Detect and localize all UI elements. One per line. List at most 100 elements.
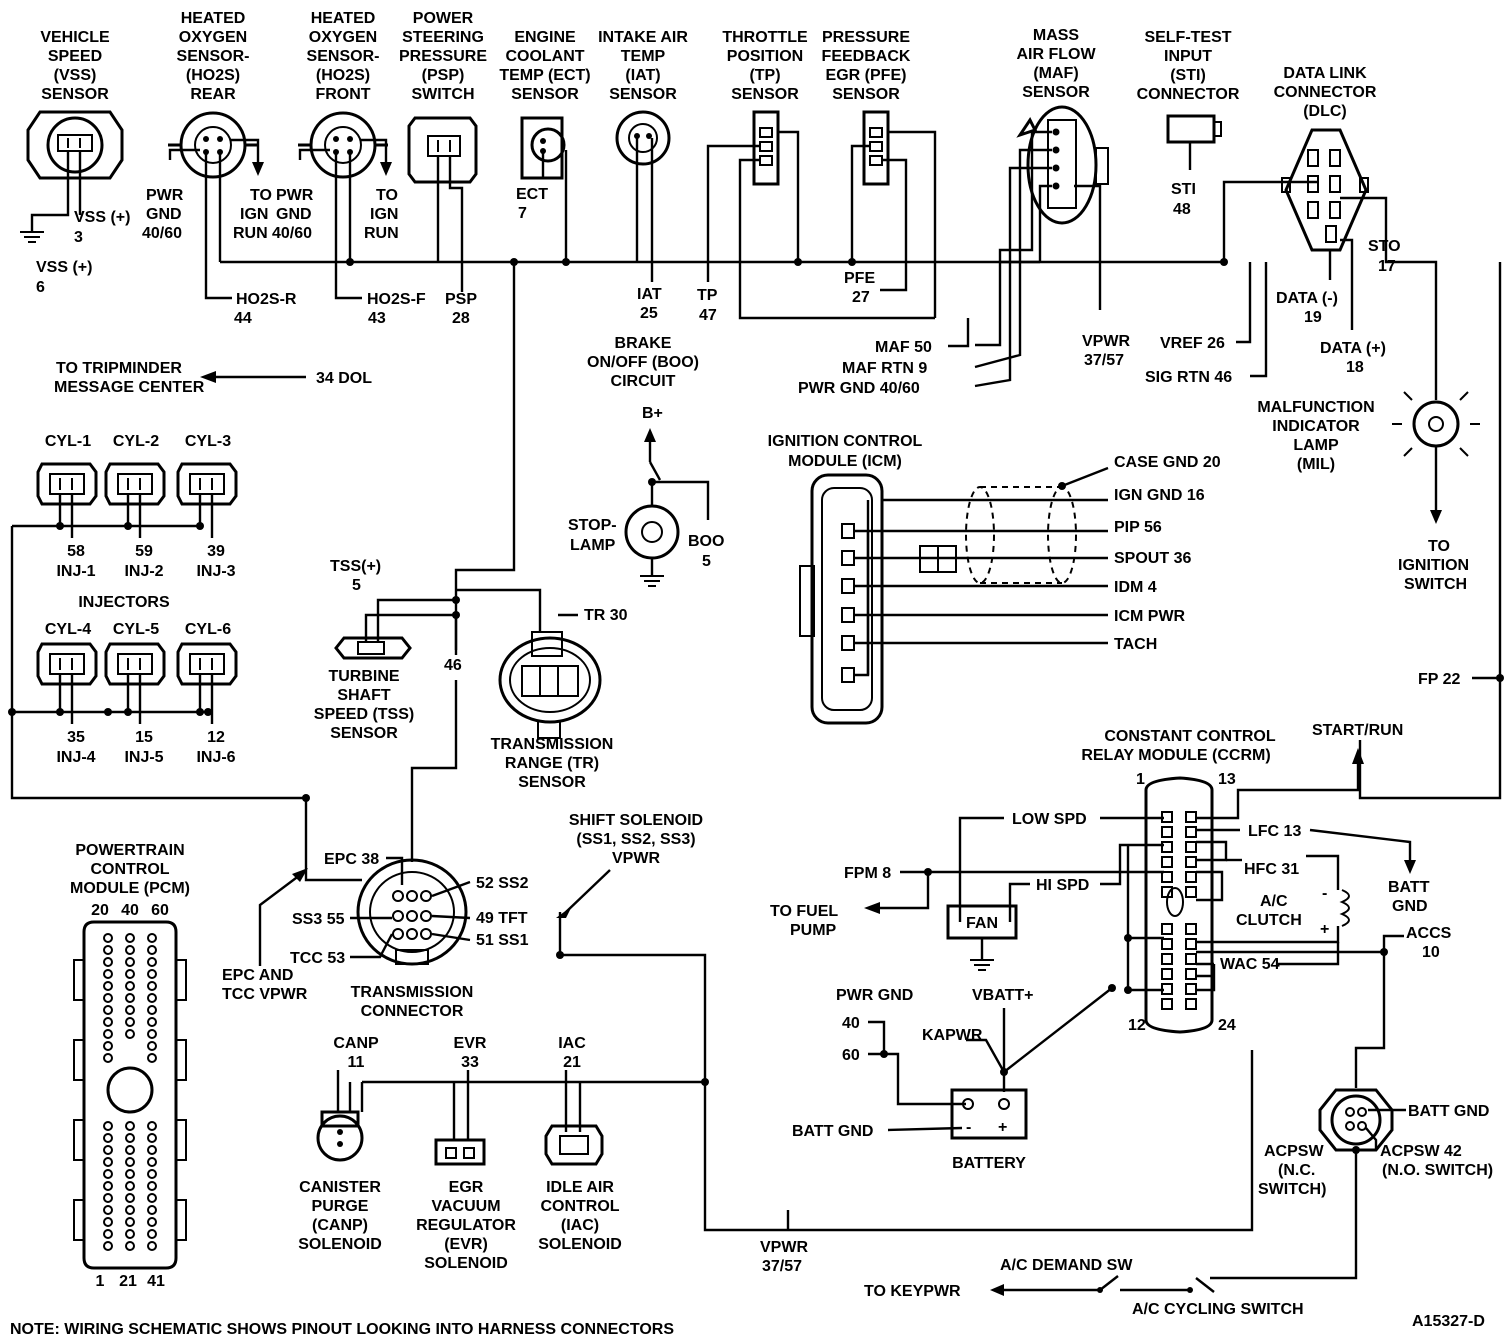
sti-title-1: SELF-TEST	[1144, 29, 1231, 46]
injector-id: INJ-3	[196, 563, 235, 580]
ho2s-front-pwr-1: PWR	[276, 187, 314, 204]
ho2s-front-connector-icon	[309, 111, 377, 179]
pcm-bottom-pin-0: 1	[96, 1273, 105, 1290]
acpsw-nc-3: SWITCH)	[1258, 1181, 1326, 1198]
icm-line-0: CASE GND 20	[1114, 454, 1221, 471]
icm-title-2: MODULE (ICM)	[788, 453, 902, 470]
tr-connector-icon	[498, 636, 602, 724]
injector-connector-icon	[176, 462, 238, 506]
iac-title-1: IDLE AIR	[546, 1179, 614, 1196]
ho2s-front-title-5: FRONT	[315, 86, 370, 103]
fp-label: FP 22	[1418, 671, 1461, 688]
evr-title-4: (EVR)	[444, 1236, 488, 1253]
pcm-title-1: POWERTRAIN	[75, 842, 184, 859]
tp-title-4: SENSOR	[731, 86, 799, 103]
tp-title-3: (TP)	[749, 67, 780, 84]
ho2s-front-ign-2: IGN	[370, 206, 398, 223]
maf-title-3: (MAF)	[1033, 65, 1078, 82]
brake-circuit: BRAKE ON/OFF (BOO) CIRCUIT B+ STOP- LAMP…	[568, 335, 724, 587]
ccrm-hispd: HI SPD	[1036, 877, 1089, 894]
battgnd-2: GND	[1392, 898, 1428, 915]
injector-id: INJ-2	[124, 563, 163, 580]
acpsw-nc-2: (N.C.	[1278, 1162, 1315, 1179]
tp-title-1: THROTTLE	[722, 29, 808, 46]
injector-name: CYL-4	[45, 621, 91, 638]
vss-pin-a-num: 3	[74, 229, 83, 246]
iat-sensor: INTAKE AIR TEMP (IAT) SENSOR IAT 25	[598, 29, 688, 322]
psp-connector-icon	[407, 116, 478, 184]
sti-title-2: INPUT	[1164, 48, 1212, 65]
brake-bplus: B+	[642, 405, 663, 422]
arrow-down-icon	[1430, 510, 1442, 524]
tp-sensor: THROTTLE POSITION (TP) SENSOR TP 47	[697, 29, 935, 324]
maf-connector-icon	[1026, 105, 1098, 225]
coil-plus: +	[1320, 921, 1329, 938]
tr-sensor: TR 30 TRANSMISSION RANGE (TR) SENSOR	[456, 588, 628, 791]
ho2s-rear-pwr-3: 40/60	[142, 225, 182, 242]
ccrm-title-2: RELAY MODULE (CCRM)	[1081, 747, 1270, 764]
injector-name: CYL-5	[113, 621, 159, 638]
vss-housing-icon	[26, 110, 124, 180]
boo-2: 5	[702, 553, 711, 570]
canp-title-1: CANISTER	[299, 1179, 381, 1196]
dlc-title-2: CONNECTOR	[1274, 84, 1377, 101]
mafrtn-label: MAF RTN 9	[842, 360, 927, 377]
evr-title-2: VACUUM	[431, 1198, 500, 1215]
brake-title-2: ON/OFF (BOO)	[587, 354, 699, 371]
injector-pin: 12	[207, 729, 225, 746]
vss-pins-icon	[57, 134, 93, 152]
tr-title-1: TRANSMISSION	[491, 736, 614, 753]
ac-cycling: A/C CYCLING SWITCH	[1132, 1301, 1304, 1318]
stop-lamp-icon	[624, 504, 680, 560]
pcm-bottom-pin-1: 21	[119, 1273, 137, 1290]
batt-vbatt: VBATT+	[972, 987, 1033, 1004]
maf-title-4: SENSOR	[1022, 84, 1090, 101]
ccrm-hfc: HFC 31	[1244, 861, 1299, 878]
fuelpump-2: PUMP	[790, 922, 837, 939]
vpwr-top-2: 37/57	[1084, 352, 1124, 369]
pcm-module: POWERTRAIN CONTROL MODULE (PCM) 20 40 60…	[70, 842, 190, 1290]
acpsw-no-1: ACPSW 42	[1380, 1143, 1462, 1160]
mil-lamp-icon	[1412, 400, 1460, 448]
injector-pin: 35	[67, 729, 85, 746]
tss-sensor: TSS(+) 5 TURBINE SHAFT SPEED (TSS) SENSO…	[314, 558, 462, 862]
ho2s-rear-title-1: HEATED	[181, 10, 246, 27]
canp-title-3: (CANP)	[312, 1217, 368, 1234]
ccrm-fan: FAN	[966, 915, 998, 932]
psp-title-5: SWITCH	[411, 86, 474, 103]
ground-icon	[20, 231, 44, 243]
tp-connector-icon	[752, 110, 780, 186]
evr-sig-1: EVR	[454, 1035, 487, 1052]
iac-sig-1: IAC	[558, 1035, 586, 1052]
injector-connector-icon	[36, 642, 98, 686]
ccrm-startrun: START/RUN	[1312, 722, 1403, 739]
injector-connector-icon	[104, 642, 166, 686]
ect-title-2: COOLANT	[505, 48, 584, 65]
ho2s-front-ign-1: TO	[376, 187, 398, 204]
dlc-connector-icon	[1284, 128, 1368, 252]
ho2s-front-title-4: (HO2S)	[316, 67, 370, 84]
tss-sig-2: 5	[352, 577, 361, 594]
batt-60: 60	[842, 1047, 860, 1064]
tc-title-1: TRANSMISSION	[351, 984, 474, 1001]
brake-title-3: CIRCUIT	[611, 373, 676, 390]
psp-title-2: STEERING	[402, 29, 484, 46]
vss-title-4: SENSOR	[41, 86, 109, 103]
pfe-sig-2: 27	[852, 289, 870, 306]
injector-connector-icon	[176, 642, 238, 686]
ect-sig-2: 7	[518, 205, 527, 222]
icm-line-2: PIP 56	[1114, 519, 1162, 536]
acpsw-switch: BATT GND ACPSW 42 (N.O. SWITCH) ACPSW (N…	[1210, 1088, 1493, 1280]
icm-connector-icon	[810, 473, 884, 725]
injector-name: CYL-2	[113, 433, 159, 450]
maf50-label: MAF 50	[875, 339, 932, 356]
pfe-title-3: EGR (PFE)	[826, 67, 907, 84]
psp-sig-1: PSP	[445, 291, 477, 308]
tr-title-2: RANGE (TR)	[505, 755, 599, 772]
ground-icon	[970, 959, 994, 971]
ac-demand: A/C DEMAND SW	[1000, 1257, 1133, 1274]
mil-title-1: MALFUNCTION	[1257, 399, 1374, 416]
acclutch-2: CLUTCH	[1236, 912, 1302, 929]
mil-dest-1: TO	[1428, 538, 1450, 555]
canp-connector-icon	[316, 1114, 364, 1162]
